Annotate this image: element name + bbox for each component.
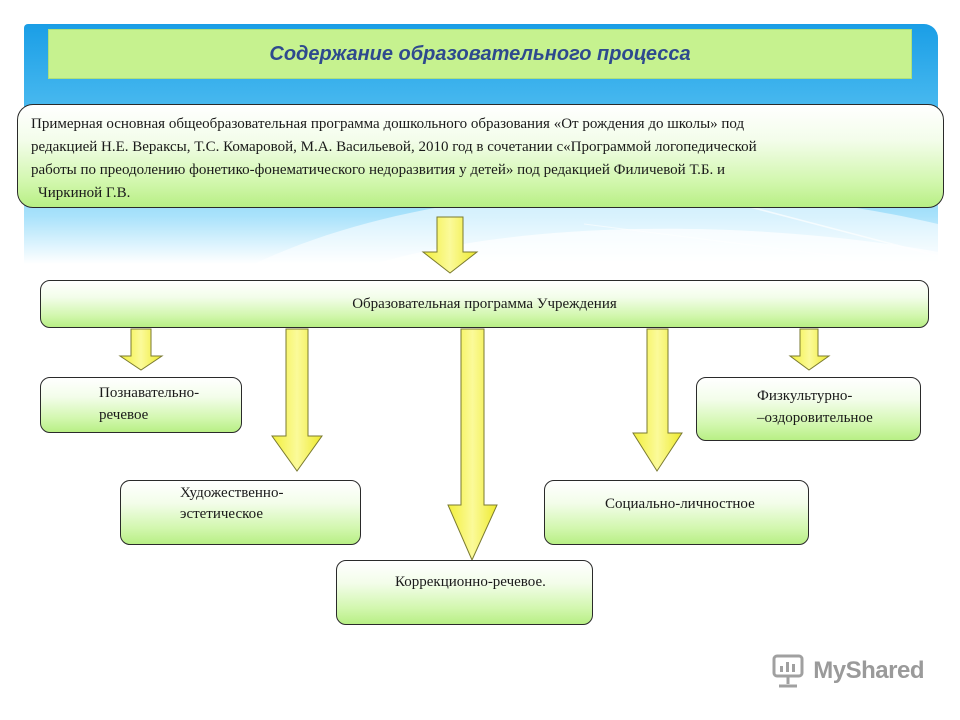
institution-box: Образовательная программа Учреждения <box>40 280 929 328</box>
watermark-text: MyShared <box>813 657 924 684</box>
page-title: Содержание образовательного процесса <box>269 42 691 65</box>
social-label: Социально-личностное <box>605 496 755 512</box>
arrow-to-cognitive <box>118 328 164 371</box>
program-line-1: Примерная основная общеобразовательная п… <box>31 116 745 132</box>
physical-box: Физкультурно- –оздоровительное <box>696 377 921 441</box>
banner-swoosh <box>254 173 938 264</box>
artistic-label-line1: Художественно- <box>180 485 284 501</box>
title-box: Содержание образовательного процесса <box>48 29 912 79</box>
cognitive-label-line1: Познавательно- <box>99 385 200 401</box>
social-box: Социально-личностное <box>544 480 809 545</box>
arrow-program-to-institution <box>421 216 479 274</box>
arrow-to-social <box>632 328 683 472</box>
program-box: Примерная основная общеобразовательная п… <box>17 104 944 208</box>
cognitive-label-line2: речевое <box>99 407 149 423</box>
program-line-3: работы по преодолению фонетико-фонематич… <box>31 162 726 178</box>
physical-label-line2: –оздоровительное <box>757 410 873 426</box>
program-line-4: Чиркиной Г.В. <box>38 185 131 201</box>
cognitive-box: Познавательно- речевое <box>40 377 242 433</box>
correction-label: Коррекционно-речевое. <box>395 574 546 590</box>
correction-box: Коррекционно-речевое. <box>336 560 593 625</box>
institution-label: Образовательная программа Учреждения <box>352 295 617 312</box>
program-line-2: редакцией Н.Е. Вераксы, Т.С. Комаровой, … <box>31 139 757 155</box>
presentation-icon <box>772 654 804 688</box>
arrow-to-correction <box>447 328 498 562</box>
physical-label-line1: Физкультурно- <box>757 388 853 404</box>
artistic-box: Художественно- эстетическое <box>120 480 361 545</box>
arrow-to-artistic <box>271 328 323 472</box>
watermark: MyShared <box>771 654 924 688</box>
arrow-to-physical <box>788 328 831 371</box>
artistic-label-line2: эстетическое <box>180 506 263 522</box>
